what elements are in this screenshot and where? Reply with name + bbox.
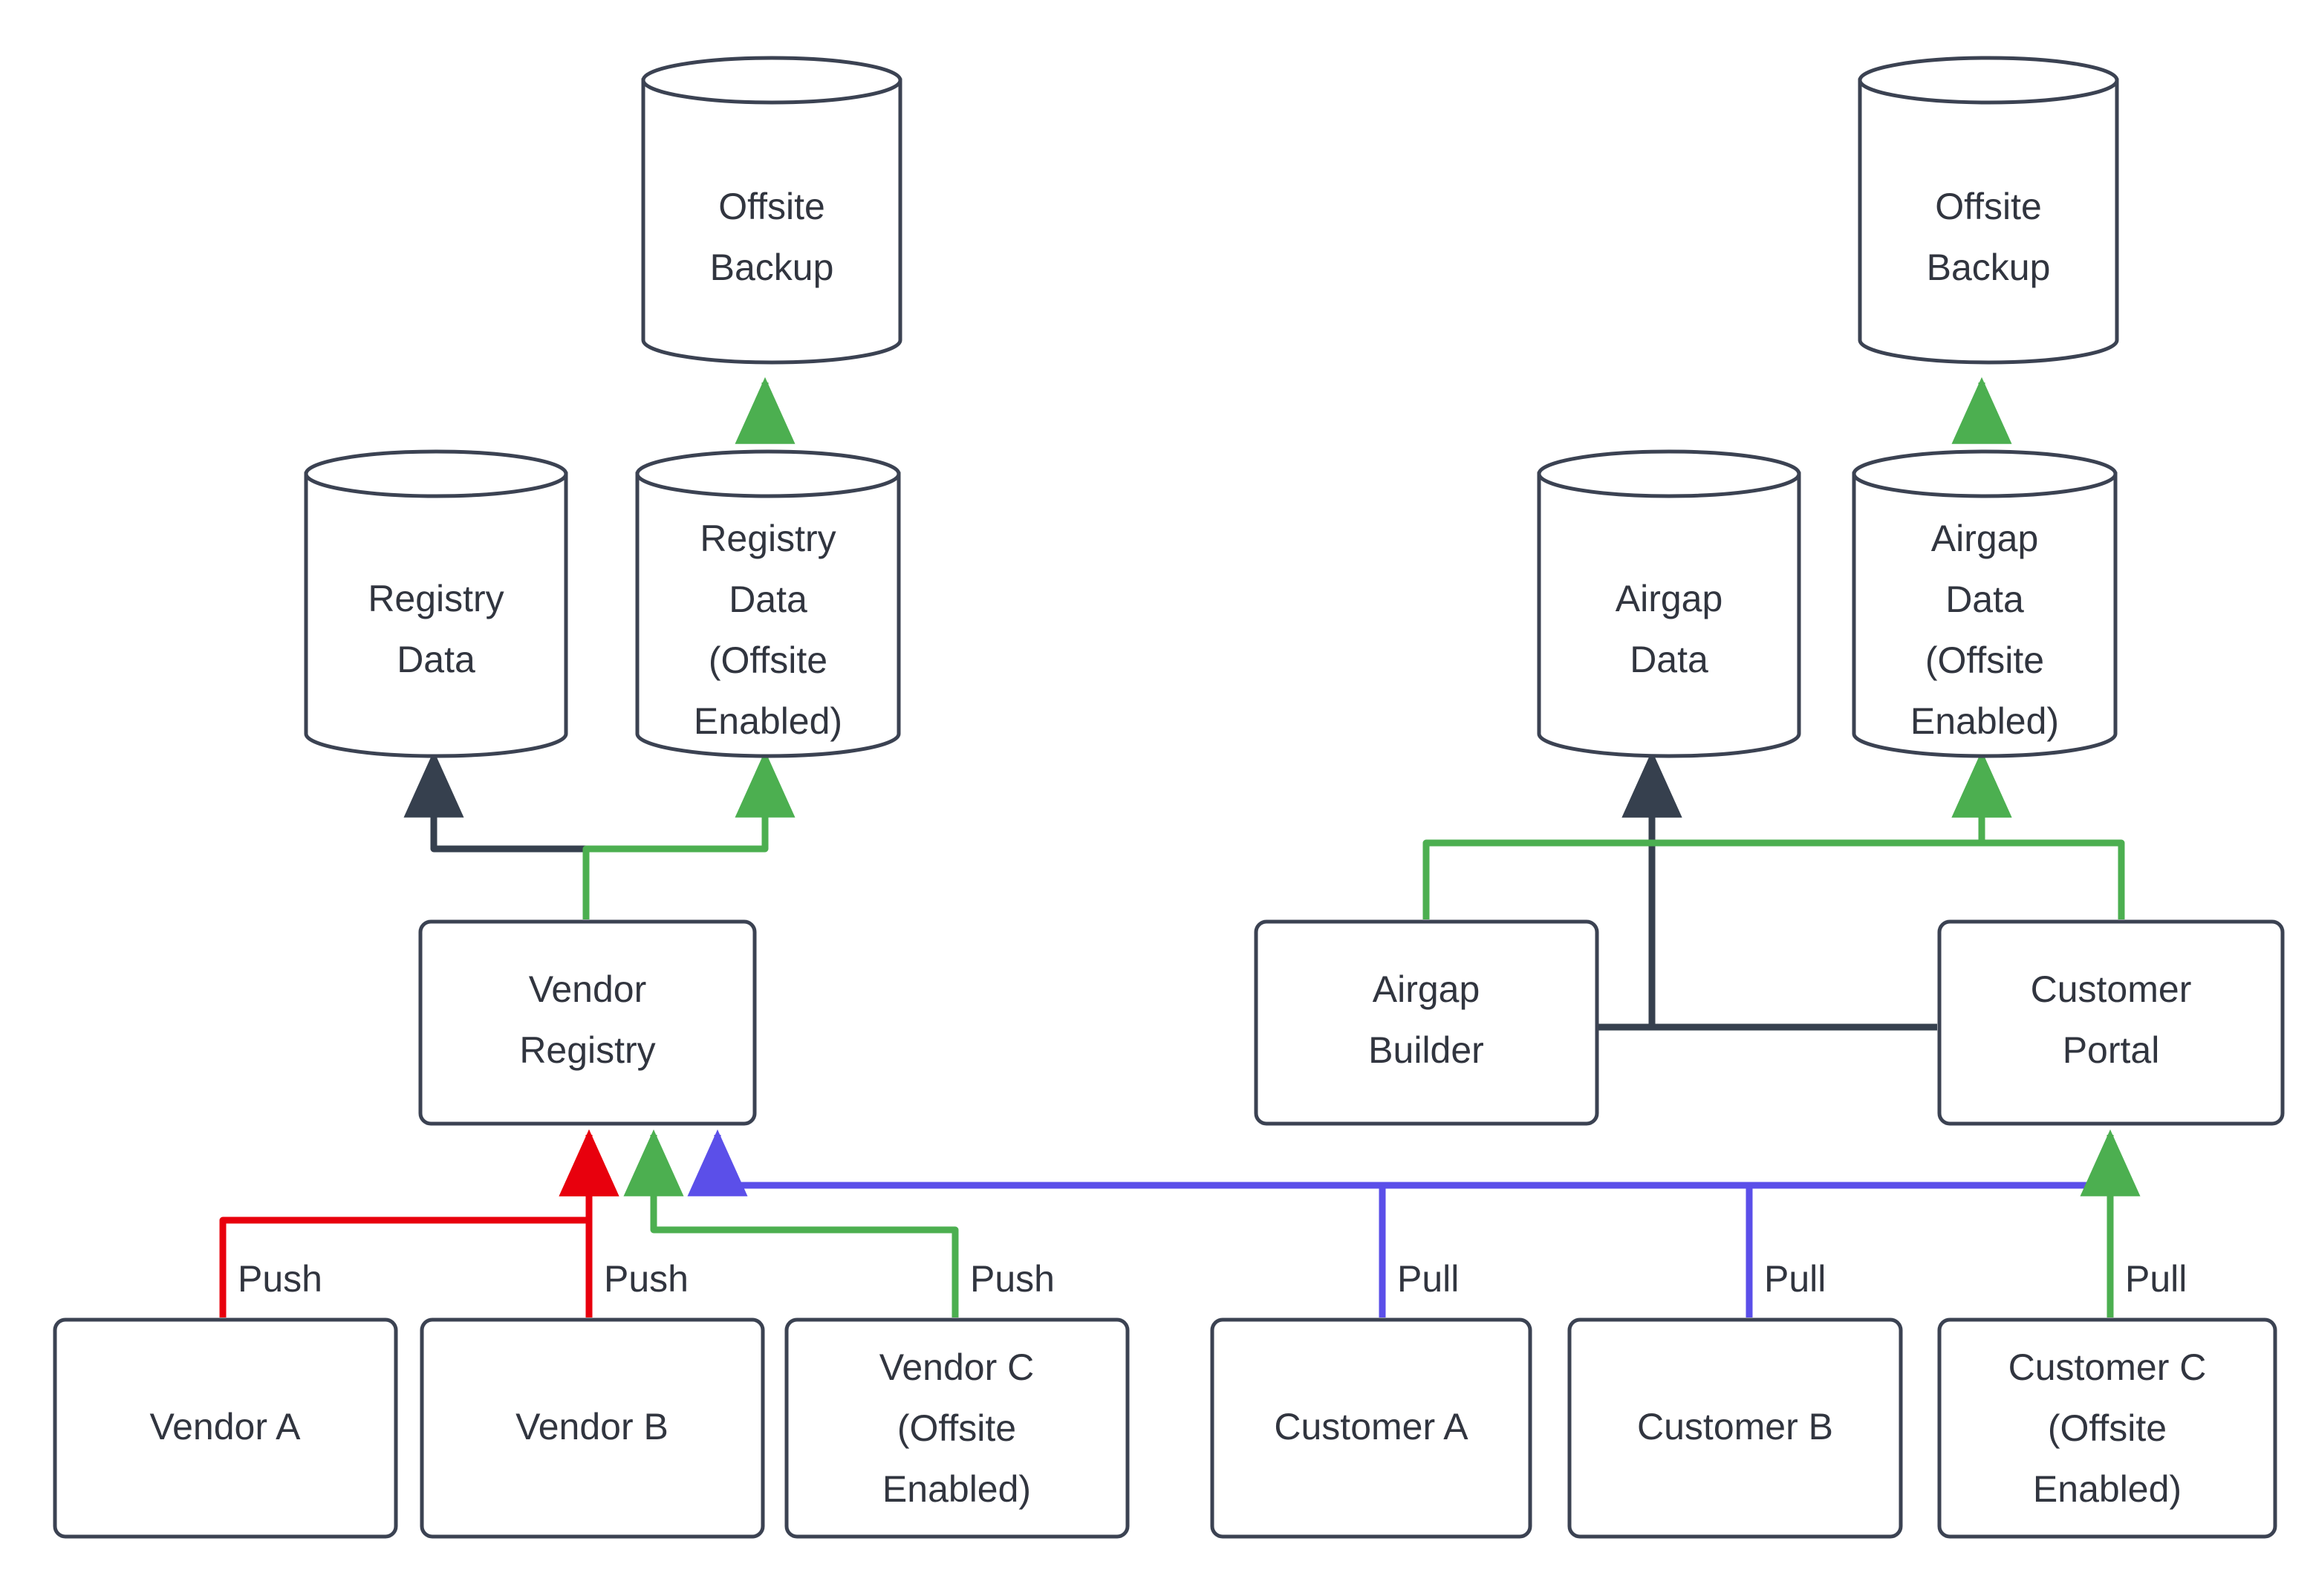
node-offsite-backup-right[interactable]: Offsite Backup — [1858, 56, 2119, 365]
node-label-line: Data — [1945, 579, 2024, 620]
node-label-line: Vendor C — [879, 1346, 1034, 1388]
edge-vendor-registry-to-registry-data — [403, 750, 590, 919]
node-airgap-data[interactable]: Airgap Data — [1537, 449, 1801, 758]
edge-label-text: Push — [604, 1258, 689, 1300]
node-label-line: (Offsite — [897, 1407, 1016, 1449]
edge-label-text: Pull — [2125, 1258, 2187, 1300]
node-label-line: Airgap — [1373, 968, 1480, 1010]
edge-label-push-3: Push — [964, 1257, 1089, 1304]
node-label-line: Vendor — [529, 968, 646, 1010]
edge-label-text: Push — [970, 1258, 1055, 1300]
node-vendor-registry[interactable]: Vendor Registry — [418, 919, 757, 1126]
node-label-line: Customer C — [2008, 1346, 2207, 1388]
node-airgap-data-offsite[interactable]: Airgap Data (Offsite Enabled) — [1852, 449, 2118, 758]
node-vendor-a[interactable]: Vendor A — [53, 1317, 398, 1539]
node-registry-data-offsite[interactable]: Registry Data (Offsite Enabled) — [635, 449, 901, 758]
node-customer-portal[interactable]: Customer Portal — [1937, 919, 2285, 1126]
node-label-line: (Offsite — [709, 639, 827, 681]
node-label-line: Backup — [1927, 247, 2051, 288]
edge-label-pull-3: Pull — [2119, 1257, 2223, 1304]
node-label-line: Customer — [2031, 968, 2192, 1010]
edge-label-pull-1: Pull — [1391, 1257, 1495, 1304]
node-label-line: Registry — [700, 518, 836, 559]
node-label-line: (Offsite — [2048, 1407, 2167, 1449]
edge-customer-portal-to-airgap-data-offsite — [1951, 750, 2125, 919]
edge-vendor-registry-to-registry-data-offsite — [582, 750, 796, 919]
edge-portal-to-vendor-registry — [687, 1129, 2114, 1196]
edge-label-pull-2: Pull — [1758, 1257, 1862, 1304]
node-label-line: Customer A — [1274, 1406, 1468, 1447]
node-label-line: Airgap — [1931, 518, 2039, 559]
edge-label-push-2: Push — [598, 1257, 723, 1304]
node-vendor-c[interactable]: Vendor C (Offsite Enabled) — [784, 1317, 1130, 1539]
node-label-line: Enabled) — [694, 700, 842, 742]
node-label-line: Data — [729, 579, 807, 620]
node-label-line: Enabled) — [2033, 1468, 2182, 1510]
node-label-line: Registry — [519, 1029, 655, 1071]
edge-label-text: Pull — [1764, 1258, 1826, 1300]
node-label-line: Enabled) — [882, 1468, 1031, 1510]
edge-label-text: Pull — [1397, 1258, 1459, 1300]
node-label-line: Portal — [2063, 1029, 2160, 1071]
node-label-line: Customer B — [1637, 1406, 1833, 1447]
node-label-line: Airgap — [1616, 578, 1723, 619]
node-label-line: Enabled) — [1910, 700, 2059, 742]
node-label-line: Vendor B — [515, 1406, 668, 1447]
edge-vendor-c-push — [623, 1129, 959, 1317]
node-label-line: (Offsite — [1925, 639, 2044, 681]
node-label-line: Data — [1630, 639, 1708, 680]
edge-airgap-builder-to-airgap-data — [1598, 750, 1682, 1031]
node-customer-c[interactable]: Customer C (Offsite Enabled) — [1937, 1317, 2277, 1539]
node-label-line: Registry — [368, 578, 504, 619]
edge-airgap-builder-to-airgap-data-offsite — [1422, 750, 2012, 919]
node-label-line: Backup — [710, 247, 834, 288]
node-label-line: Builder — [1368, 1029, 1484, 1071]
node-label-line: Vendor A — [150, 1406, 302, 1447]
node-offsite-backup-left[interactable]: Offsite Backup — [641, 56, 902, 365]
node-label-line: Offsite — [718, 186, 825, 227]
edge-label-push-1: Push — [232, 1257, 357, 1304]
node-customer-b[interactable]: Customer B — [1567, 1317, 1903, 1539]
edge-label-text: Push — [238, 1258, 322, 1300]
node-airgap-builder[interactable]: Airgap Builder — [1254, 919, 1599, 1126]
node-label-line: Offsite — [1935, 186, 2042, 227]
node-vendor-b[interactable]: Vendor B — [420, 1317, 765, 1539]
node-label-line: Data — [397, 639, 475, 680]
node-customer-a[interactable]: Customer A — [1210, 1317, 1532, 1539]
node-registry-data[interactable]: Registry Data — [304, 449, 568, 758]
edge-customer-portal-to-airgap-data — [1621, 750, 1937, 1031]
